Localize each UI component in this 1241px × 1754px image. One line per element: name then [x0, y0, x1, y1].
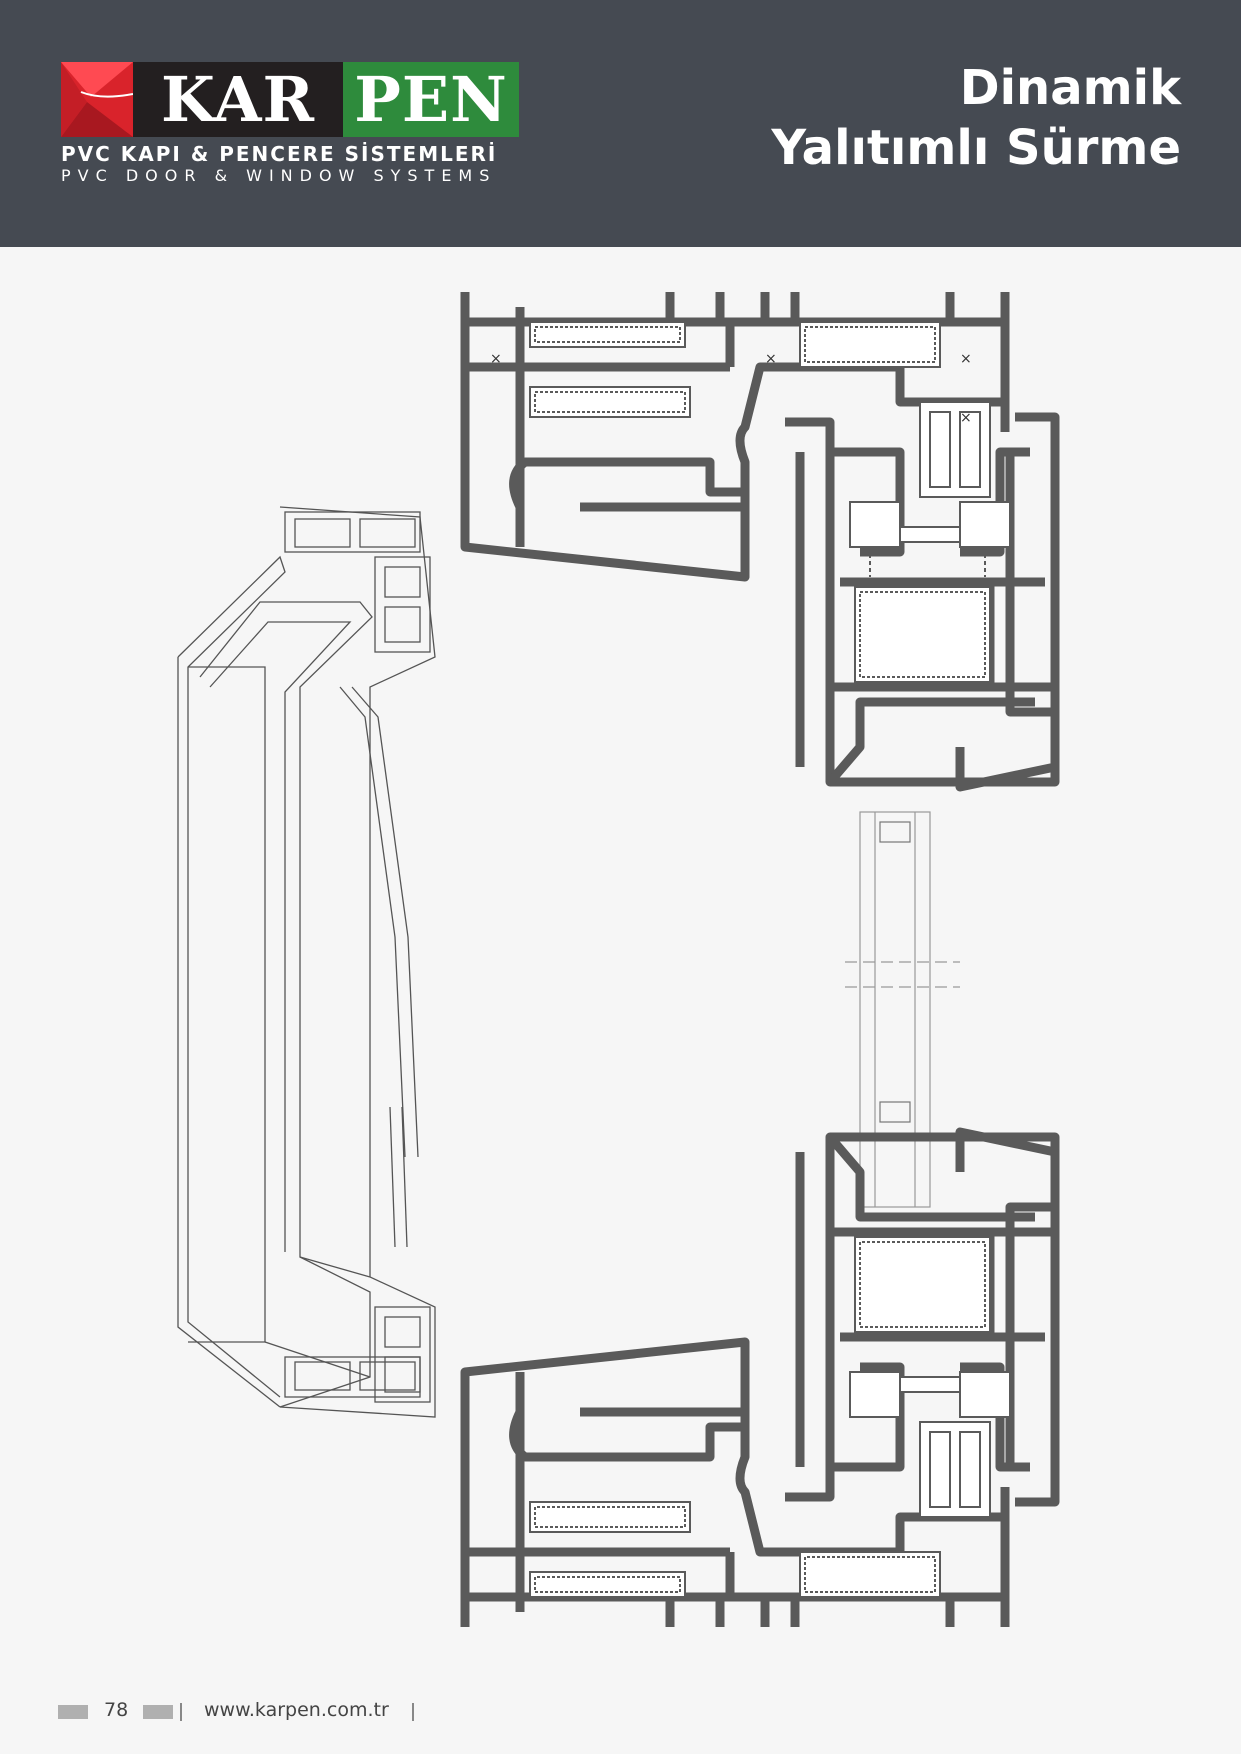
- bottom-profile-section: [460, 1127, 1060, 1627]
- website-link[interactable]: www.karpen.com.tr: [204, 1699, 389, 1721]
- page-footer: 78 www.karpen.com.tr: [0, 1693, 1241, 1723]
- logo-kar-text: KAR: [133, 62, 343, 137]
- svg-text:×: ×: [960, 351, 972, 367]
- karpen-logo[interactable]: KAR PEN PVC KAPI & PENCERE SİSTEMLERİ PV…: [61, 62, 519, 188]
- page-title-line1: Dinamik: [959, 60, 1181, 116]
- page-title: Dinamik Yalıtımlı Sürme: [661, 58, 1181, 178]
- logo-mark-icon: [61, 62, 133, 137]
- perspective-frame-drawing: [177, 506, 436, 1418]
- top-section-inserts: × × × ×: [490, 321, 1011, 683]
- svg-text:×: ×: [490, 351, 502, 367]
- tagline-english: PVC DOOR & WINDOW SYSTEMS: [61, 166, 497, 185]
- technical-drawing: × × × ×: [177, 292, 1060, 1627]
- page-header: KAR PEN PVC KAPI & PENCERE SİSTEMLERİ PV…: [0, 0, 1241, 247]
- tagline-turkish: PVC KAPI & PENCERE SİSTEMLERİ: [61, 142, 498, 166]
- page-title-line2: Yalıtımlı Sürme: [771, 120, 1181, 176]
- logo-pen-text: PEN: [343, 62, 519, 137]
- footer-separator-1: [180, 1703, 182, 1721]
- glass-pane: [845, 811, 960, 1208]
- footer-bar-mid: [143, 1705, 173, 1719]
- svg-text:×: ×: [765, 351, 777, 367]
- svg-text:×: ×: [960, 410, 972, 426]
- footer-separator-2: [412, 1703, 414, 1721]
- page-number: 78: [104, 1699, 129, 1721]
- footer-bar-left: [58, 1705, 88, 1719]
- logo-wordmark: KAR PEN: [61, 62, 519, 137]
